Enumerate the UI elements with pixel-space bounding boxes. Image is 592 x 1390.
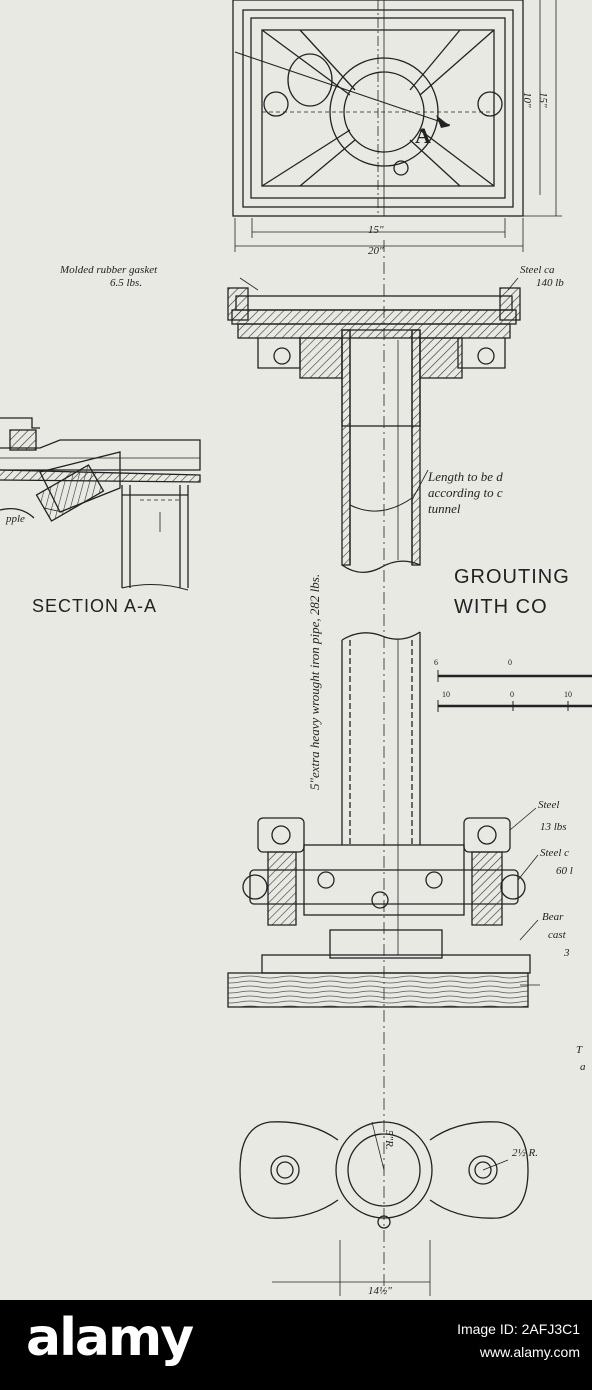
- bearing-label-3: 3: [564, 947, 570, 959]
- plan-view: [232, 0, 524, 217]
- plan-inner-height: 10": [521, 92, 533, 108]
- bearing-label-2: cast: [548, 929, 566, 941]
- bottom-label-2: a: [580, 1061, 586, 1073]
- length-label-1: Length to be d: [428, 469, 503, 484]
- section-aa-view: [0, 417, 201, 591]
- image-id-text: Image ID: 2AFJ3C1: [457, 1321, 580, 1337]
- scale-bottom-tick-2: 10: [564, 690, 572, 699]
- scale-bottom-tick-0: 10: [442, 690, 450, 699]
- steel-casting-weight-label: 60 l: [556, 865, 573, 877]
- scale-top-tick-1: 0: [508, 658, 512, 667]
- section-title: SECTION A-A: [32, 596, 158, 616]
- length-label-2: according to c: [428, 485, 503, 500]
- base-width-label: 14½": [368, 1285, 392, 1297]
- steel-nut-weight-label: 13 lbs: [540, 821, 567, 833]
- drawing-sheet: Molded rubber gasket 6.5 lbs. Steel ca 1…: [0, 0, 592, 1300]
- gasket-weight-label: 6.5 lbs.: [110, 277, 143, 289]
- pipe-label: 5"extra heavy wrought iron pipe, 282 lbs…: [307, 573, 322, 790]
- plan-inner-width: 15": [368, 224, 384, 236]
- radius-5-label: 5"R.: [383, 1130, 395, 1150]
- cap-weight-label: 140 lb: [536, 277, 564, 289]
- radius-2-label: 2½ R.: [512, 1147, 538, 1159]
- title-line-2: WITH CO: [454, 596, 548, 618]
- section-marker-a: A: [415, 123, 431, 148]
- bearing-label: Bear: [542, 911, 564, 923]
- elevation-view: [227, 240, 540, 1296]
- length-label-3: tunnel: [428, 501, 461, 516]
- bottom-label-1: T: [576, 1044, 583, 1056]
- cap-label: Steel ca: [520, 264, 555, 276]
- steel-casting-label: Steel c: [540, 847, 570, 859]
- scale-bottom-tick-1: 0: [510, 690, 514, 699]
- plan-outer-width: 20": [368, 245, 384, 257]
- gasket-label: Molded rubber gasket: [60, 264, 158, 276]
- engineering-drawing: [0, 0, 592, 1296]
- scale-bars: [437, 670, 592, 712]
- alamy-logo: alamy: [26, 1308, 194, 1368]
- steel-nut-label: Steel: [538, 799, 560, 811]
- title-line-1: GROUTING: [454, 566, 570, 588]
- site-url-text: www.alamy.com: [479, 1344, 580, 1360]
- watermark-footer: [0, 1300, 592, 1390]
- scale-top-tick-0: 6: [434, 658, 438, 667]
- nipple-label: pple: [6, 513, 25, 525]
- plan-outer-height: 15": [537, 92, 549, 108]
